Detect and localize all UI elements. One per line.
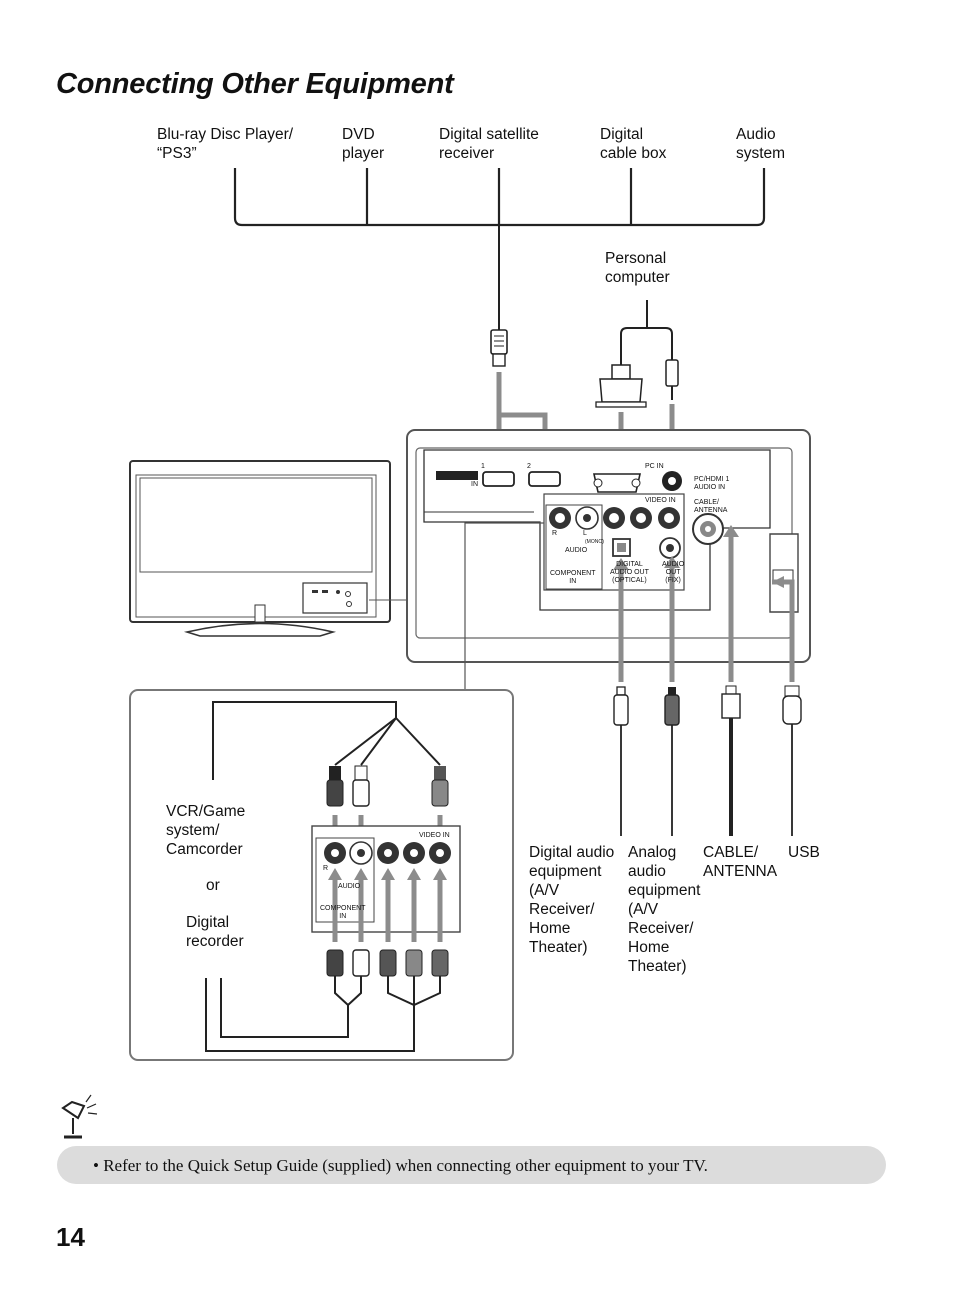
mini-video-in-label: VIDEO IN [419,832,450,839]
tip-lamp-icon [61,1094,98,1139]
label-digital-recorder: Digital recorder [186,914,244,950]
label-satellite: Digital satellite receiver [439,126,539,162]
mini-audio-label: AUDIO [338,883,361,890]
panel-antenna-label: CABLE/ ANTENNA [694,499,728,514]
label-cable-box: Digital cable box [600,126,667,162]
hdmi-2-label: 2 [527,463,531,470]
hdmi-in-label: IN [471,481,478,488]
pc-hdmi-audio-label: PC/HDMI 1 AUDIO IN [694,476,730,491]
label-vcr: VCR/Game system/ Camcorder [166,803,246,858]
label-analog-audio: Analog audio equipment (A/V Receiver/ Ho… [628,844,701,975]
tip-box [57,1146,886,1184]
analog-audio-plug [664,687,680,836]
panel-audio-out-label: AUDIO OUT (FIX) [662,561,685,584]
page-number: 14 [56,1222,85,1252]
mini-component-label: COMPONENT IN [320,905,366,920]
label-usb: USB [788,844,820,861]
pc-audio-connector [665,359,679,400]
panel-component-label: COMPONENT IN [550,570,596,585]
video-in-label: VIDEO IN [645,497,676,504]
pc-in-label: PC IN [645,463,664,470]
label-personal-computer: Personal computer [605,250,670,286]
panel-r-label: R [552,530,558,537]
panel-audio-label: AUDIO [565,547,588,554]
panel-digital-out-label: DIGITAL AUDIO OUT (OPTICAL) [610,561,649,584]
top-device-bracket [233,168,766,227]
hdmi-cable [490,225,508,367]
hdmi-1-label: 1 [481,463,485,470]
mini-r-label: R [323,865,329,872]
label-or: or [206,877,220,894]
panel-mono-label: (MONO) [585,539,604,545]
pc-cables [620,300,673,365]
panel-l-label: L [583,530,587,537]
label-dvd: DVD player [342,126,385,162]
optical-plug [613,686,629,836]
label-cable-antenna: CABLE/ ANTENNA [703,844,778,880]
label-audio-system: Audio system [736,126,786,162]
vga-connector [595,364,647,408]
usb-plug [782,685,802,836]
av-device-box [129,689,514,1061]
label-bluray: Blu-ray Disc Player/ “PS3” [157,126,294,162]
antenna-plug [721,685,741,836]
page-title: Connecting Other Equipment [56,68,454,100]
tv-rear-view [129,460,407,637]
label-digital-audio: Digital audio equipment (A/V Receiver/ H… [529,844,615,956]
tip-text: • Refer to the Quick Setup Guide (suppli… [93,1156,708,1175]
rear-connector-panel [406,429,811,690]
